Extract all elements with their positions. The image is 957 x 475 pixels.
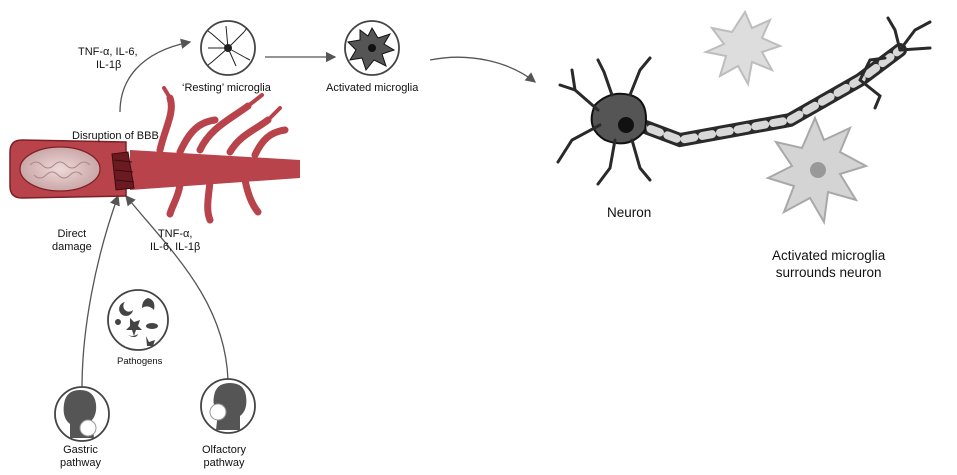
cytokines-top-label: TNF-α, IL-6, IL-1β xyxy=(78,46,138,72)
cytokines-mid-line1: TNF-α, xyxy=(157,228,193,240)
surrounds-line1: Activated microglia xyxy=(772,248,886,263)
pathogens-label: Pathogens xyxy=(117,356,163,367)
neuron-label: Neuron xyxy=(607,205,652,220)
gastric-line1: Gastric xyxy=(63,444,98,456)
olfactory-line1: Olfactory xyxy=(202,444,247,456)
arrow-bbb-to-resting xyxy=(119,38,192,113)
blood-vessel-icon xyxy=(9,86,300,224)
direct-damage-line1: Direct xyxy=(57,228,87,240)
faint-microglia-surrounds-icon xyxy=(765,115,869,226)
gastric-pathway-label: Gastric pathway xyxy=(60,444,101,470)
flow-arrows xyxy=(81,38,537,389)
disruption-bbb-label: Disruption of BBB xyxy=(72,130,159,142)
direct-damage-line2: damage xyxy=(52,241,92,253)
activated-microglia-label: Activated microglia xyxy=(326,82,419,94)
arrow-olfactory-to-bbb xyxy=(125,194,229,381)
direct-damage-label: Direct damage xyxy=(52,228,92,254)
pathogens-icon xyxy=(107,289,169,351)
activated-surrounds-label: Activated microglia surrounds neuron xyxy=(772,247,885,281)
resting-microglia-label: ‘Resting’ microglia xyxy=(182,82,271,94)
activated-microglia-icon xyxy=(344,20,400,76)
olfactory-head-icon xyxy=(200,378,256,434)
cytokines-mid-label: TNF-α, IL-6, IL-1β xyxy=(150,228,200,254)
surrounds-line2: surrounds neuron xyxy=(775,265,882,280)
resting-microglia-icon xyxy=(200,20,256,76)
neuron-icon xyxy=(556,16,932,186)
cytokines-mid-line2: IL-6, IL-1β xyxy=(150,241,201,253)
arrow-gastric-to-bbb xyxy=(81,194,120,389)
olfactory-pathway-label: Olfactory pathway xyxy=(202,444,246,470)
cytokines-top-line1: TNF-α, IL-6, xyxy=(78,46,138,58)
olfactory-line2: pathway xyxy=(203,457,245,469)
gastric-head-icon xyxy=(54,386,110,442)
gastric-line2: pathway xyxy=(60,457,101,469)
arrow-activated-to-neuron xyxy=(429,56,537,83)
cytokines-top-line2: IL-1β xyxy=(96,59,122,71)
faint-microglia-top-icon xyxy=(702,9,783,87)
